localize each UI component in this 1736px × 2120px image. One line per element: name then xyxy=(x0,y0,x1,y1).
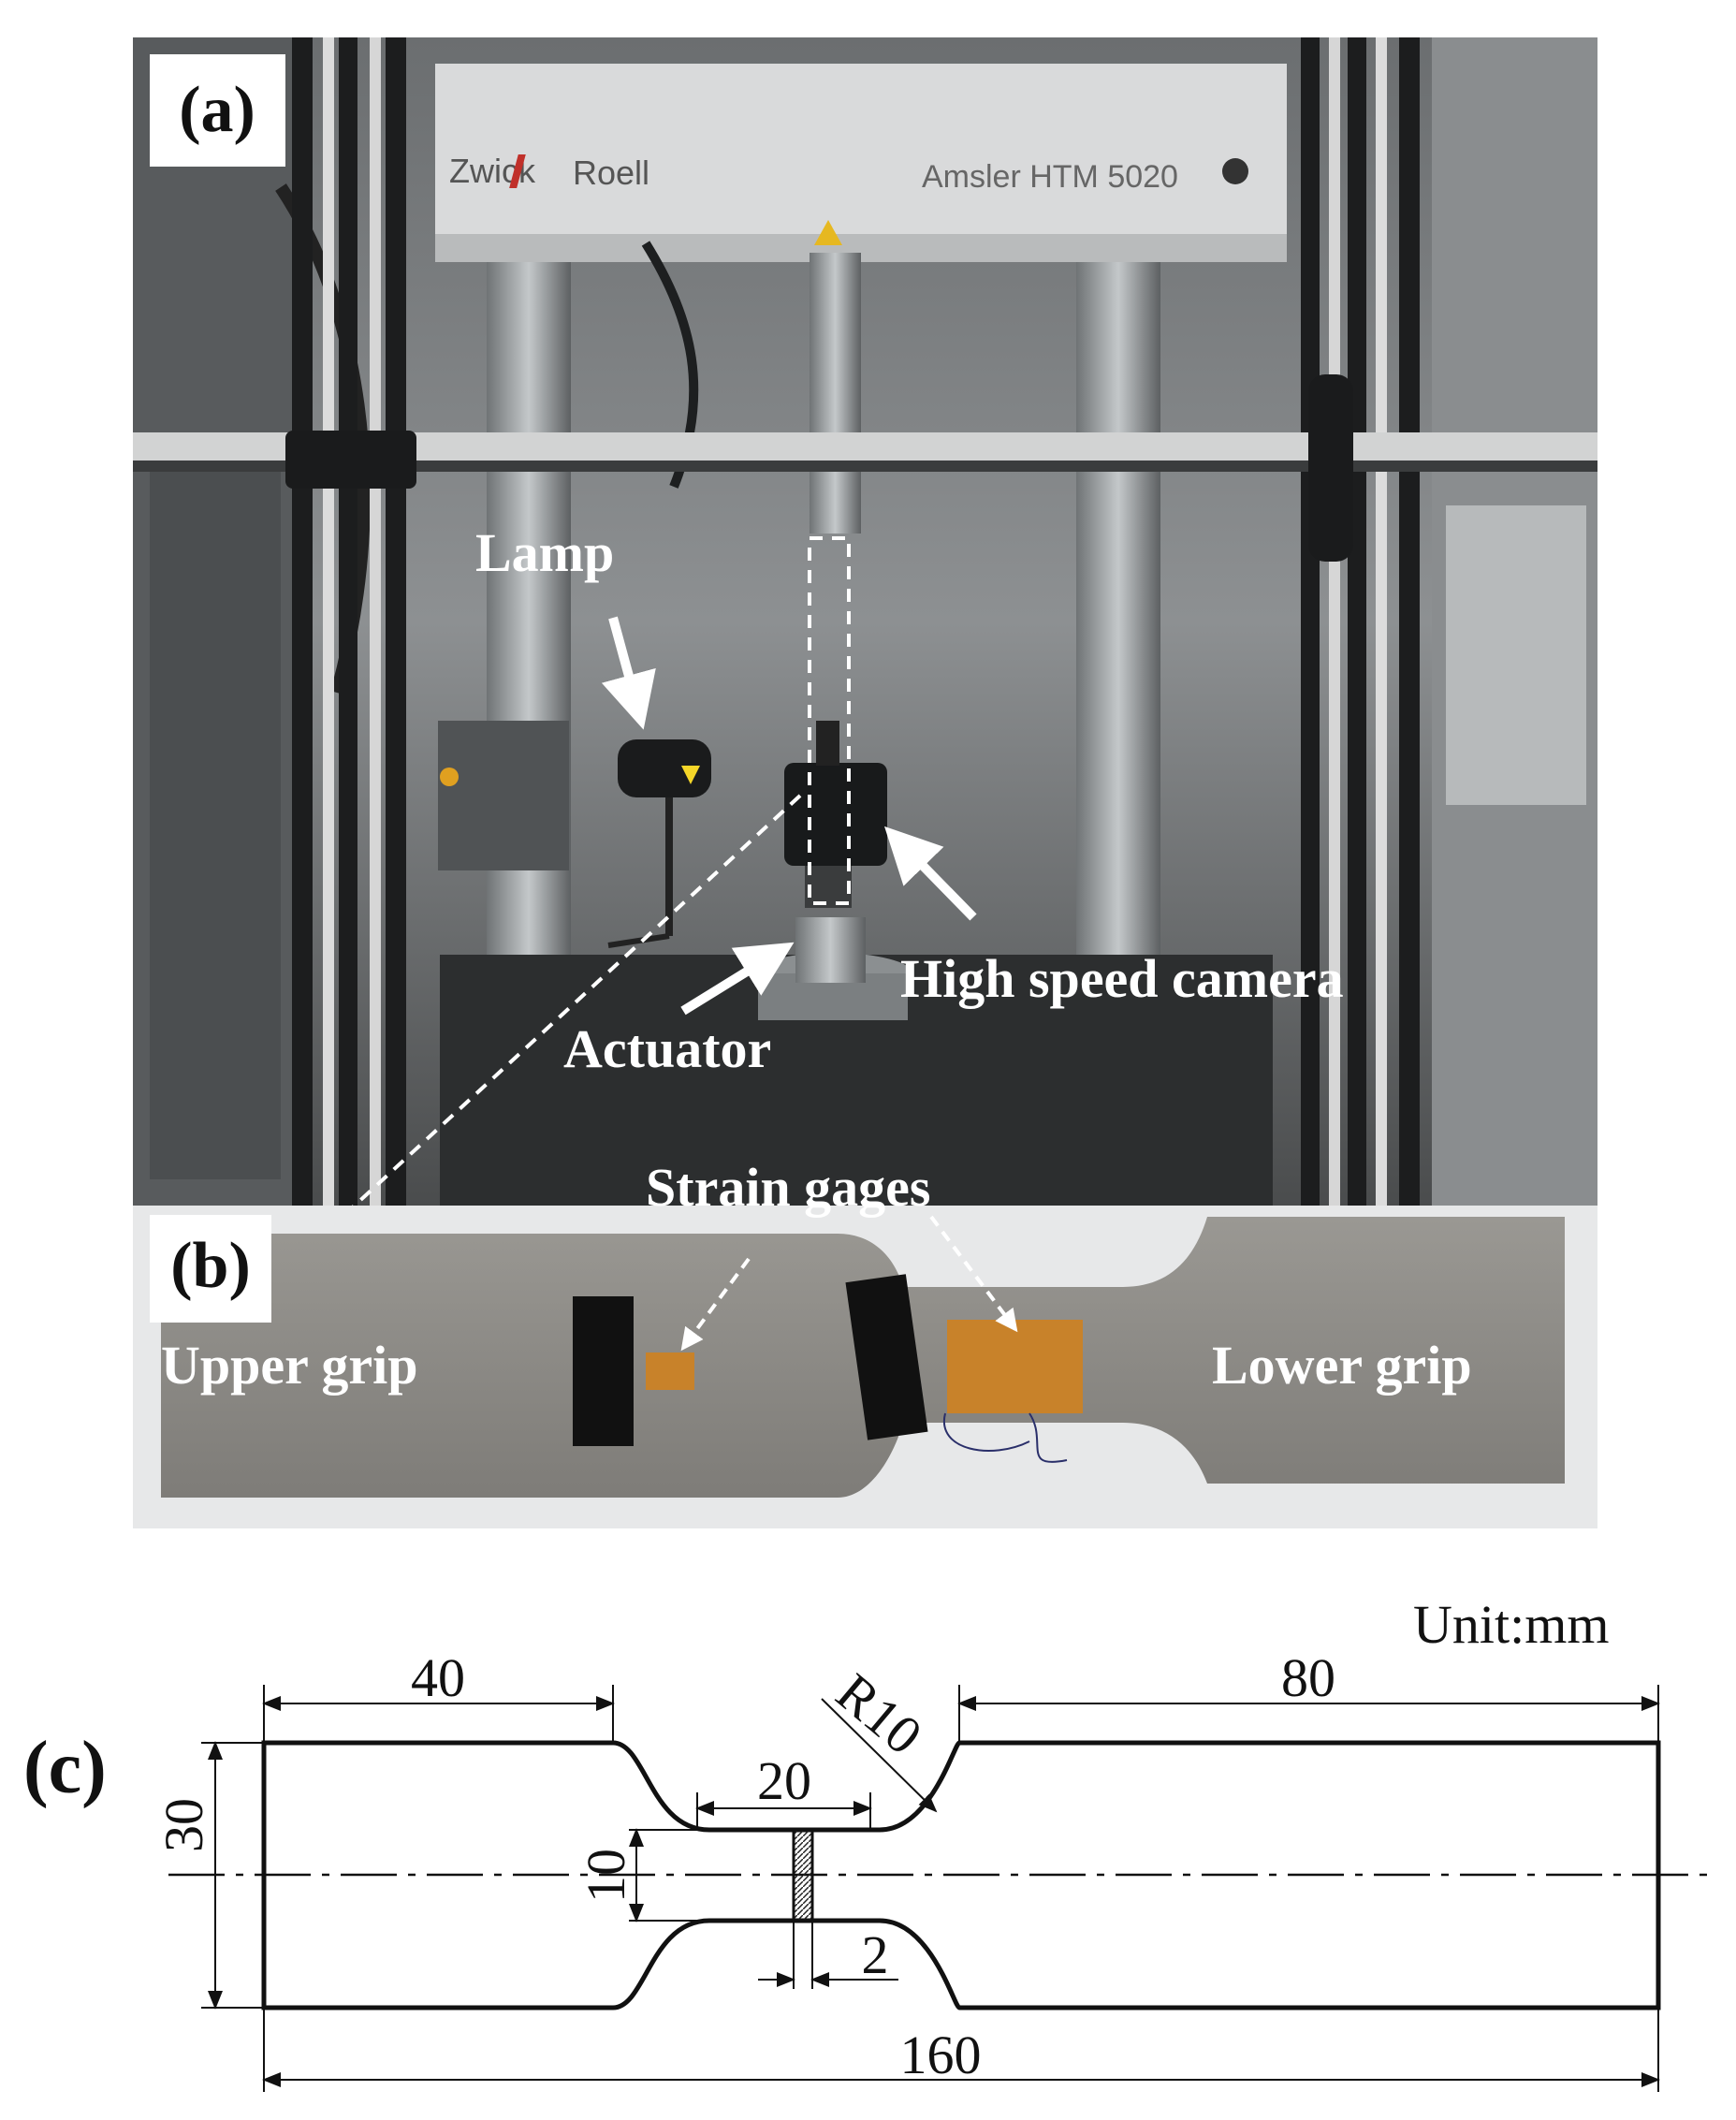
piston xyxy=(810,253,861,534)
camera-arrow xyxy=(884,826,977,921)
strain-gage-2 xyxy=(947,1320,1083,1413)
tape-left xyxy=(573,1296,634,1446)
dim-80: 80 xyxy=(1281,1647,1335,1708)
unit-label: Unit:mm xyxy=(1413,1594,1609,1655)
strain-gages-label: Strain gages xyxy=(646,1157,931,1218)
actuator-arrow xyxy=(680,942,795,1016)
dim-2: 2 xyxy=(862,1924,889,1985)
lamp-arrow xyxy=(601,616,656,730)
dim-30: 30 xyxy=(153,1798,214,1852)
camera-label: High speed camera xyxy=(900,948,1344,1009)
panel-a-photo xyxy=(133,37,1597,1229)
dim-10: 10 xyxy=(576,1849,636,1903)
machine-model: Amsler HTM 5020 xyxy=(922,159,1178,195)
panel-a-label: (a) xyxy=(179,74,255,146)
brand-roell: Roell xyxy=(573,154,649,192)
tape-mid xyxy=(845,1274,928,1440)
actuator-label: Actuator xyxy=(563,1018,771,1079)
dim-20: 20 xyxy=(757,1750,811,1811)
dim-160: 160 xyxy=(900,2025,982,2085)
cross-section xyxy=(792,1828,814,1923)
panel-b-photo xyxy=(133,1206,1597,1528)
lamp xyxy=(618,739,711,797)
actuator xyxy=(795,917,866,983)
lower-grip-label: Lower grip xyxy=(1212,1335,1472,1396)
dim-r10: R10 xyxy=(825,1661,934,1766)
gage-arrow-2 xyxy=(929,1215,1018,1333)
panel-a-label-box xyxy=(150,54,285,167)
machine-head xyxy=(435,64,1287,251)
strain-gage-1 xyxy=(646,1352,694,1390)
panel-b-label-box xyxy=(150,1215,271,1323)
panel-c-drawing: (c) Unit:mm 40 80 R10 20 10 xyxy=(23,1594,1717,2092)
machine-column-right xyxy=(1076,262,1160,1011)
lamp-label: Lamp xyxy=(475,522,614,583)
dim-40: 40 xyxy=(411,1647,465,1708)
panel-c-label: (c) xyxy=(23,1727,107,1809)
frame-bracket xyxy=(285,431,416,489)
link-arrow xyxy=(329,794,802,1229)
panel-b-label: (b) xyxy=(170,1230,251,1302)
door-handle xyxy=(1308,374,1353,562)
machine-column-left xyxy=(487,262,571,1011)
upper-grip-label: Upper grip xyxy=(161,1335,417,1396)
high-speed-camera xyxy=(784,763,887,866)
